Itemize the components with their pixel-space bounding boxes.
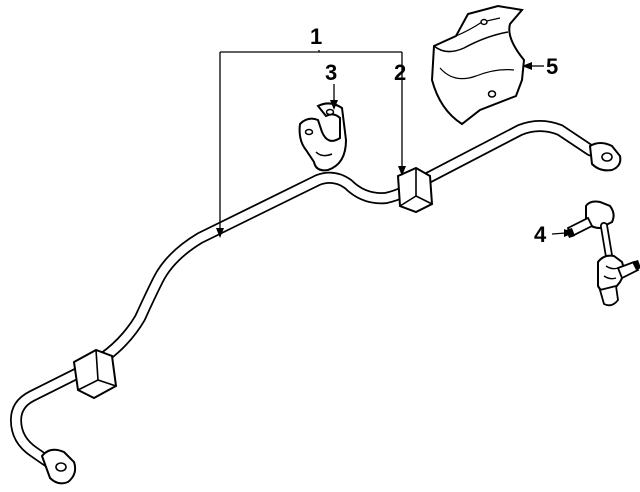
arrow-2 [398,166,406,176]
callout-2: 2 [394,60,406,85]
leader-1 [219,50,403,232]
arrow-1 [216,228,224,238]
leader-arrowheads [216,62,574,238]
bushing-bracket [298,102,348,172]
arrow-3 [330,100,338,110]
stabilizer-bar [10,120,622,485]
bar-bushing-right [396,166,434,214]
stabilizer-bar-tube [11,121,617,475]
heat-shield [430,4,526,126]
callout-3: 3 [325,60,337,85]
callout-4: 4 [534,222,547,247]
arrow-5 [522,62,532,70]
stabilizer-link [566,200,640,307]
callout-1: 1 [310,24,322,49]
bar-left-end-eye [40,448,77,485]
callout-5: 5 [546,54,558,79]
leader-4 [551,232,567,235]
arrow-4 [564,229,574,237]
bar-bushing-left [72,348,118,400]
bar-right-end-eye [588,142,622,172]
